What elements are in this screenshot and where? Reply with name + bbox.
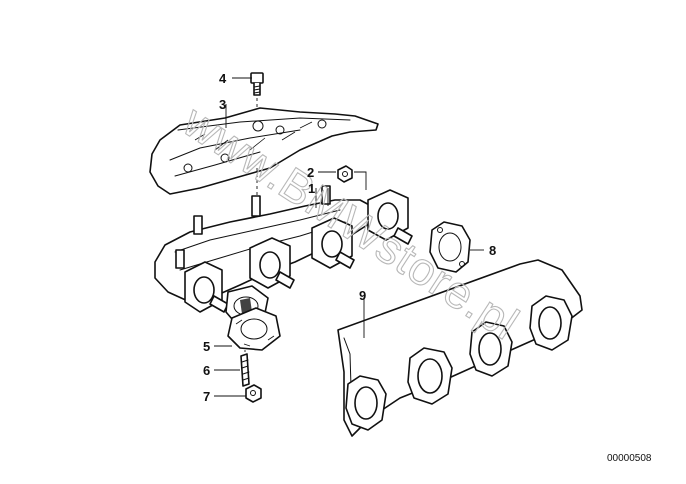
callout-6: 6 [203, 363, 210, 378]
callout-8: 8 [489, 243, 496, 258]
callout-4: 4 [219, 71, 227, 86]
callout-5: 5 [203, 339, 210, 354]
callout-7: 7 [203, 389, 210, 404]
lower-nut-part [245, 384, 262, 403]
heat-shield-plate-part [337, 259, 583, 437]
callout-labels: 4 3 2 1 8 9 5 6 7 [203, 71, 496, 404]
callout-1: 1 [308, 181, 315, 196]
stud-part [240, 353, 250, 387]
gasket-part [429, 221, 471, 273]
bolt-part [250, 72, 264, 96]
leader-lines [214, 77, 484, 397]
callout-3: 3 [219, 97, 226, 112]
callout-9: 9 [359, 288, 366, 303]
flange-gasket-part [227, 307, 281, 351]
diagram-reference-number: 00000508 [607, 453, 652, 464]
heat-shield-part [149, 107, 379, 195]
callout-2: 2 [307, 165, 314, 180]
nut-part [337, 165, 353, 183]
